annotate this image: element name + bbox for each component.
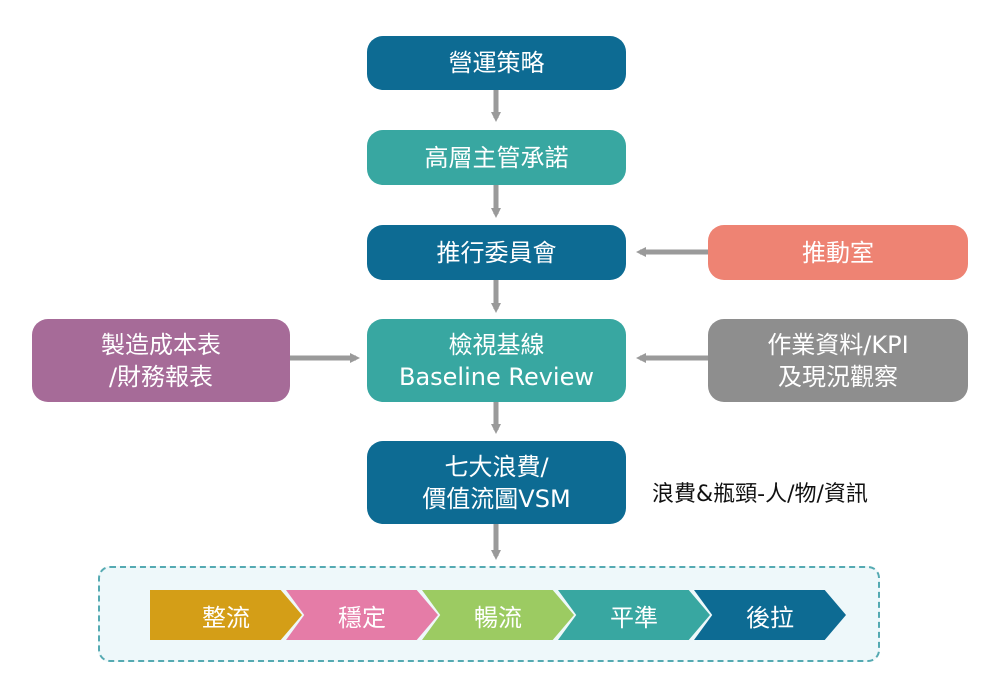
committee-label: 推行委員會 [436, 238, 557, 267]
strategy-label: 營運策略 [448, 49, 545, 77]
cost-report-line2: /財務報表 [108, 362, 214, 391]
committee-box: 推行委員會 [367, 225, 626, 280]
waste-vsm-box: 七大浪費/ 價值流圖VSM [367, 441, 626, 524]
promotion-office-label: 推動室 [802, 238, 874, 267]
waste-line1: 七大浪費/ [444, 452, 549, 481]
step-label-5: 後拉 [746, 603, 794, 632]
waste-note: 浪費&瓶頸-人/物/資訊 [652, 482, 868, 507]
baseline-line1: 檢視基線 [448, 330, 545, 359]
promotion-office-box: 推動室 [708, 225, 968, 280]
step-label-2: 穩定 [338, 603, 386, 632]
step-chevron-4: 平準 [558, 590, 710, 640]
step-chevron-3: 暢流 [422, 590, 574, 640]
cost-report-box: 製造成本表 /財務報表 [32, 319, 290, 402]
operation-data-line1: 作業資料/KPI [767, 330, 909, 359]
operation-data-box: 作業資料/KPI 及現況觀察 [708, 319, 968, 402]
baseline-line2: Baseline Review [398, 362, 594, 391]
strategy-box: 營運策略 [367, 36, 626, 90]
cost-report-line1: 製造成本表 [101, 330, 221, 359]
waste-line2: 價值流圖VSM [422, 484, 571, 513]
commitment-box: 高層主管承諾 [367, 130, 626, 185]
step-label-1: 整流 [202, 603, 250, 632]
commitment-label: 高層主管承諾 [424, 143, 569, 172]
step-chevron-1: 整流 [150, 590, 302, 640]
step-chevron-5: 後拉 [694, 590, 846, 640]
step-chevron-2: 穩定 [286, 590, 438, 640]
step-label-3: 暢流 [474, 603, 522, 632]
step-label-4: 平準 [610, 603, 658, 632]
operation-data-line2: 及現況觀察 [778, 362, 898, 391]
baseline-review-box: 檢視基線 Baseline Review [367, 319, 626, 402]
